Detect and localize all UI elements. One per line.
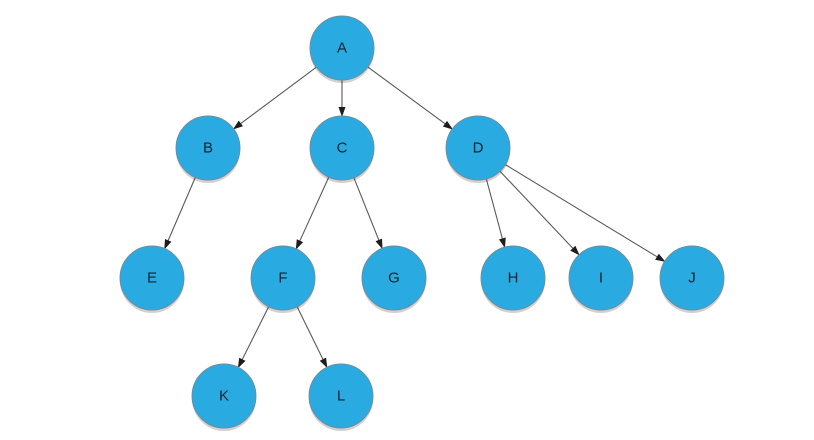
edge-d-i [499,170,580,256]
edge-f-l [296,306,328,369]
node-circle[interactable] [191,363,257,429]
edge-a-c [338,80,346,117]
graph-node-i[interactable]: I [568,245,634,313]
edge-a-b [232,66,317,130]
graph-node-e[interactable]: E [119,245,185,313]
arrow-head-icon [232,120,243,130]
node-circle[interactable] [480,245,546,311]
arrow-head-icon [442,120,454,130]
arrow-head-icon [295,239,304,250]
node-circle[interactable] [308,363,374,429]
edge-c-g [353,177,383,250]
graph-node-k[interactable]: K [191,363,257,431]
arrow-head-icon [655,253,666,262]
edge-c-f [295,176,330,250]
arrow-head-icon [319,357,328,369]
node-circle[interactable] [568,245,634,311]
graph-node-b[interactable]: B [175,115,241,183]
node-circle[interactable] [445,115,511,181]
node-circle[interactable] [659,245,725,311]
node-circle[interactable] [309,15,375,81]
node-circle[interactable] [175,115,241,181]
edges-layer [164,66,666,369]
edge-b-e [164,177,196,250]
graph-node-c[interactable]: C [309,115,375,183]
arrow-head-icon [570,245,580,256]
graph-node-f[interactable]: F [250,245,316,313]
graph-node-h[interactable]: H [480,245,546,313]
graph-node-a[interactable]: A [309,15,375,83]
edge-f-k [237,306,270,369]
arrow-head-icon [164,238,172,250]
graph-node-l[interactable]: L [308,363,374,431]
edge-a-d [367,66,454,130]
edge-d-j [505,164,666,262]
arrow-head-icon [375,238,383,250]
node-circle[interactable] [309,115,375,181]
graph-node-d[interactable]: D [445,115,511,183]
graph-node-j[interactable]: J [659,245,725,313]
node-circle[interactable] [119,245,185,311]
arrow-head-icon [237,357,246,369]
arrow-head-icon [338,107,346,117]
graph-node-g[interactable]: G [361,245,427,313]
node-circle[interactable] [361,245,427,311]
edge-d-h [485,178,506,249]
node-circle[interactable] [250,245,316,311]
arrow-head-icon [498,237,506,249]
